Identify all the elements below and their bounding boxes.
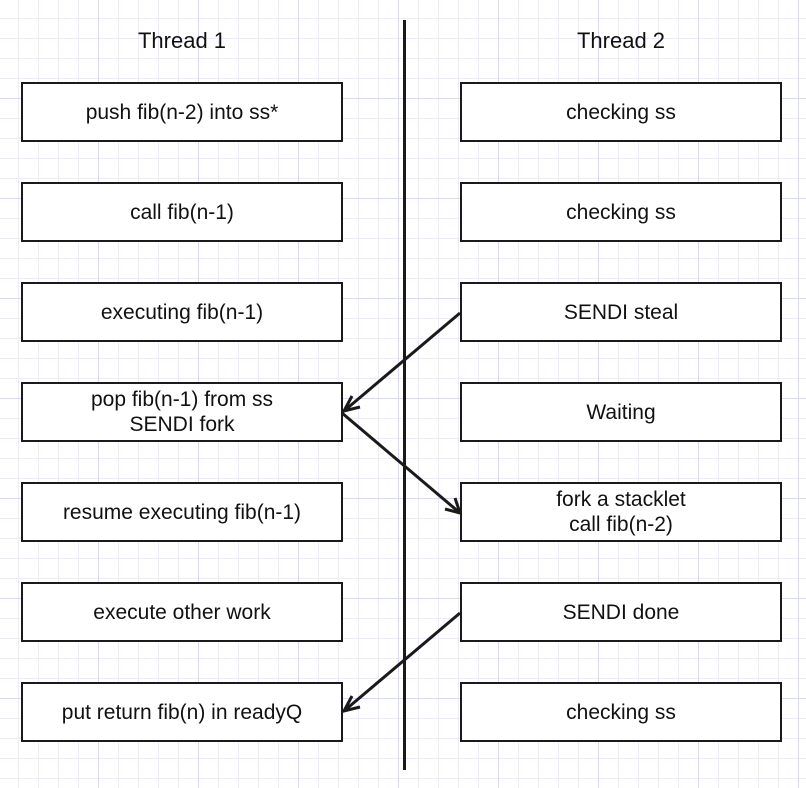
thread-2-step-5: fork a stacklet call fib(n-2)	[460, 482, 782, 542]
fork-to-stacklet-arrowhead	[444, 497, 463, 516]
thread-2-step-4: Waiting	[460, 382, 782, 442]
thread-1-step-4: pop fib(n-1) from ss SENDI fork	[21, 382, 343, 442]
thread-1-title: Thread 1	[137, 28, 227, 53]
thread-2-step-7: checking ss	[460, 682, 782, 742]
steal-to-fork-arrowhead	[341, 395, 361, 414]
thread-2-step-2: checking ss	[460, 182, 782, 242]
thread-1-step-1: push fib(n-2) into ss*	[21, 82, 343, 142]
done-to-return-arrow-line	[343, 611, 461, 713]
steal-to-fork-arrow-line	[343, 311, 461, 413]
thread-divider-line	[403, 20, 406, 770]
fork-to-stacklet-arrow-line	[341, 411, 461, 515]
thread-1-step-3: executing fib(n-1)	[21, 282, 343, 342]
thread-1-step-6: execute other work	[21, 582, 343, 642]
thread-2-title: Thread 2	[576, 28, 666, 53]
done-to-return-arrowhead	[341, 695, 361, 714]
thread-1-step-5: resume executing fib(n-1)	[21, 482, 343, 542]
thread-2-step-3: SENDI steal	[460, 282, 782, 342]
thread-1-step-2: call fib(n-1)	[21, 182, 343, 242]
thread-1-step-7: put return fib(n) in readyQ	[21, 682, 343, 742]
thread-2-step-1: checking ss	[460, 82, 782, 142]
thread-2-step-6: SENDI done	[460, 582, 782, 642]
